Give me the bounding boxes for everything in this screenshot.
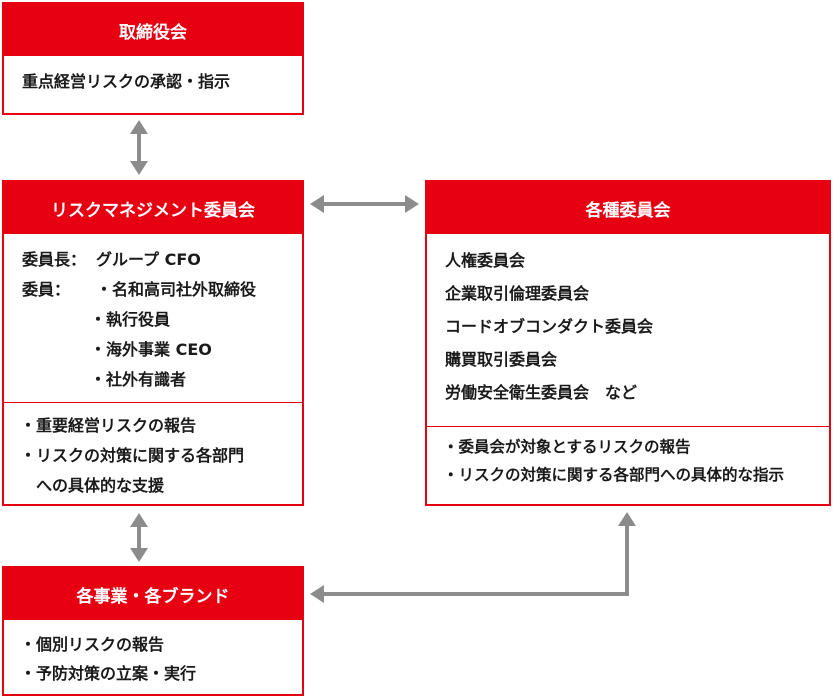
duty-item: ・リスクの対策に関する各部門への具体的な指示 (443, 466, 785, 484)
double-arrow-vertical-bottom (130, 513, 148, 562)
committee-name: 購買取引委員会 (445, 350, 558, 369)
duty-item: ・個別リスクの報告 (20, 635, 165, 654)
double-arrow-horizontal (310, 195, 419, 213)
committees-list: 人権委員会 企業取引倫理委員会 コードオブコンダクト委員会 購買取引委員会 労働… (427, 234, 829, 426)
chair-label: 委員長： (22, 250, 87, 269)
members-label: 委員： (22, 280, 71, 299)
duty-item: ・重要経営リスクの報告 (20, 416, 197, 435)
business-units-box: 各事業・各ブランド ・個別リスクの報告 ・予防対策の立案・実行 (2, 566, 304, 696)
duty-item: ・予防対策の立案・実行 (20, 664, 197, 683)
committee-name: 企業取引倫理委員会 (445, 284, 590, 303)
committees-box: 各種委員会 人権委員会 企業取引倫理委員会 コードオブコンダクト委員会 購買取引… (425, 180, 831, 506)
duty-item: への具体的な支援 (20, 476, 165, 495)
committees-title: 各種委員会 (427, 182, 829, 234)
double-arrow-vertical-top (130, 120, 148, 175)
committee-name: 人権委員会 (445, 251, 526, 270)
committee-name: 労働安全衛生委員会 など (445, 383, 638, 402)
committee-name: コードオブコンダクト委員会 (445, 317, 654, 336)
business-units-duties: ・個別リスクの報告 ・予防対策の立案・実行 (4, 620, 302, 688)
board-description: 重点経営リスクの承認・指示 (22, 72, 231, 91)
member-item: ・名和高司社外取締役 (96, 280, 257, 299)
chair-value: グループ CFO (96, 250, 201, 269)
duty-item: ・リスクの対策に関する各部門 (20, 446, 245, 465)
risk-committee-title: リスクマネジメント委員会 (4, 182, 302, 234)
committees-duties: ・委員会が対象とするリスクの報告 ・リスクの対策に関する各部門への具体的な指示 (427, 426, 829, 489)
board-title: 取締役会 (4, 4, 302, 56)
member-item: ・執行役員 (90, 310, 171, 329)
risk-committee-members: 委員長： グループ CFO 委員： ・名和高司社外取締役 ・執行役員 ・海外事業… (4, 234, 302, 402)
business-units-title: 各事業・各ブランド (4, 568, 302, 620)
double-arrow-elbow (310, 512, 636, 603)
member-item: ・海外事業 CEO (90, 340, 212, 359)
member-item: ・社外有識者 (90, 370, 187, 389)
risk-committee-box: リスクマネジメント委員会 委員長： グループ CFO 委員： ・名和高司社外取締… (2, 180, 304, 506)
risk-committee-duties: ・重要経営リスクの報告 ・リスクの対策に関する各部門 への具体的な支援 (4, 402, 302, 501)
duty-item: ・委員会が対象とするリスクの報告 (443, 438, 691, 456)
board-box: 取締役会 重点経営リスクの承認・指示 (2, 2, 304, 115)
